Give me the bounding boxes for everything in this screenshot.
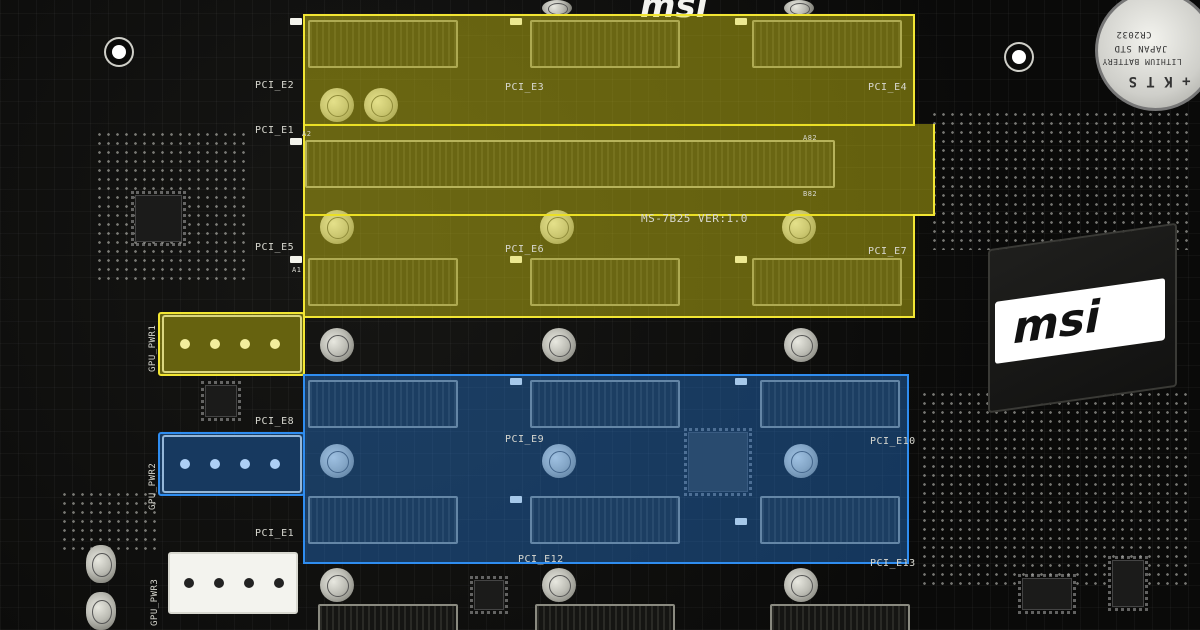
pcie-slot-e5 — [308, 258, 458, 306]
chip-bottom-center — [470, 576, 508, 614]
battery-text-2: JAPAN STD — [1114, 43, 1168, 53]
pcie-slot-e6 — [530, 258, 680, 306]
chip-bottom-right-1 — [1018, 574, 1076, 614]
pcie-slot-e1-x16 — [305, 140, 835, 188]
highlight-region-middle-slots — [303, 214, 915, 318]
pcie-slot-e13 — [760, 496, 900, 544]
highlight-gpu-power-1 — [158, 312, 305, 376]
battery-text-4: + K T S — [1128, 73, 1191, 89]
pcie-slot-e7 — [752, 258, 902, 306]
capacitor — [320, 328, 354, 362]
battery-text-1: CR2032 — [1116, 29, 1152, 39]
label-gpu-pwr1: GPU_PWR1 — [148, 324, 158, 372]
power-pin — [180, 339, 190, 349]
pcie-slot-e2 — [308, 20, 458, 68]
status-led — [510, 18, 522, 25]
capacitor — [784, 444, 818, 478]
component-cluster-bottom-right — [920, 390, 1190, 590]
label-pci-e2: PCI_E2 — [255, 80, 295, 91]
board-model-label: MS-7B25 VER:1.0 — [641, 212, 748, 225]
label-pci-e5: PCI_E5 — [255, 242, 295, 253]
pin-label-a1: A1 — [292, 266, 302, 274]
label-pci-e4: PCI_E4 — [868, 82, 908, 93]
power-pin — [270, 459, 280, 469]
cmos-battery: CR2032 JAPAN STD LITHIUM BATTERY + K T S — [1095, 0, 1200, 111]
power-pin — [240, 339, 250, 349]
pcie-slot-e12 — [530, 496, 680, 544]
capacitor — [364, 88, 398, 122]
capacitor — [320, 88, 354, 122]
status-led — [290, 138, 302, 145]
gpu-power-connector-1 — [162, 315, 302, 373]
power-pin — [274, 578, 284, 588]
label-pci-e12: PCI_E12 — [518, 554, 564, 565]
power-pin — [184, 578, 194, 588]
label-gpu-pwr2: GPU_PWR2 — [148, 462, 158, 510]
pcie-slot-bottom-1 — [318, 604, 458, 630]
label-pci-e6: PCI_E6 — [505, 244, 545, 255]
pcie-switch-chip — [684, 428, 752, 496]
capacitor — [86, 592, 116, 630]
pin-label-a82: A82 — [803, 134, 818, 142]
capacitor — [784, 568, 818, 602]
pcie-slot-e10 — [760, 380, 900, 428]
power-pin — [180, 459, 190, 469]
power-pin — [210, 459, 220, 469]
small-chip-left — [201, 381, 241, 421]
pin-label-b82: B82 — [803, 190, 818, 198]
label-pci-e7: PCI_E7 — [868, 246, 908, 257]
status-led — [290, 18, 302, 25]
power-pin — [240, 459, 250, 469]
label-pci-e1: PCI_E1 — [255, 125, 295, 136]
pcie-slot-e11 — [308, 496, 458, 544]
controller-chip-left — [131, 191, 186, 246]
capacitor — [542, 444, 576, 478]
pcie-slot-e3 — [530, 20, 680, 68]
power-pin — [214, 578, 224, 588]
status-led — [290, 256, 302, 263]
status-led — [735, 378, 747, 385]
status-led — [510, 496, 522, 503]
pcie-slot-bottom-2 — [535, 604, 675, 630]
label-pci-e3: PCI_E3 — [505, 82, 545, 93]
power-pin — [210, 339, 220, 349]
capacitor — [542, 328, 576, 362]
gpu-power-connector-3 — [168, 552, 298, 614]
highlight-region-lower-slots — [303, 374, 909, 564]
pcie-slot-e8 — [308, 380, 458, 428]
label-pci-e8: PCI_E8 — [255, 416, 295, 427]
pcie-slot-bottom-3 — [770, 604, 910, 630]
capacitor — [86, 545, 116, 583]
status-led — [735, 256, 747, 263]
label-pci-e10: PCI_E10 — [870, 436, 916, 447]
highlight-region-x16-slot — [303, 124, 935, 216]
power-pin — [244, 578, 254, 588]
pcie-slot-e9 — [530, 380, 680, 428]
label-pci-e11: PCI_E1 — [255, 528, 295, 539]
status-led — [735, 518, 747, 525]
mount-hole-top-right — [1012, 50, 1026, 64]
battery-text-3: LITHIUM BATTERY — [1102, 57, 1182, 66]
pcie-slot-e4 — [752, 20, 902, 68]
status-led — [510, 378, 522, 385]
label-gpu-pwr3: GPU_PWR3 — [150, 578, 160, 626]
pin-label-a2: A2 — [302, 130, 312, 138]
capacitor — [320, 444, 354, 478]
label-pci-e13: PCI_E13 — [870, 558, 916, 569]
capacitor — [320, 568, 354, 602]
status-led — [735, 18, 747, 25]
gpu-power-connector-2 — [162, 435, 302, 493]
capacitor — [542, 568, 576, 602]
highlight-region-upper-slots — [303, 14, 915, 126]
chip-bottom-right-2 — [1108, 556, 1148, 611]
component-cluster-bottom-left — [60, 490, 160, 550]
capacitor — [784, 328, 818, 362]
power-pin — [270, 339, 280, 349]
brand-logo-heatsink: msi — [1013, 291, 1101, 355]
status-led — [510, 256, 522, 263]
highlight-gpu-power-2 — [158, 432, 305, 496]
label-pci-e9: PCI_E9 — [505, 434, 545, 445]
mount-hole-top-left — [112, 45, 126, 59]
